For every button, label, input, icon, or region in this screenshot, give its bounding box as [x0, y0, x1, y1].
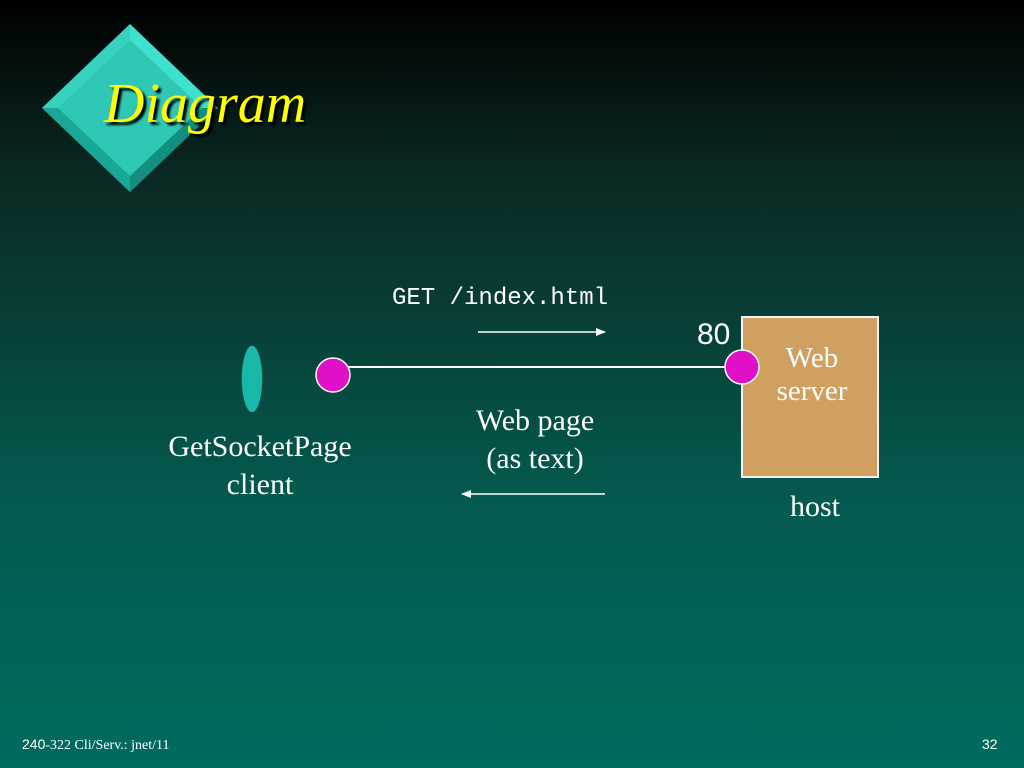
client-label-line2: client [226, 467, 294, 501]
response-label-line2: (as text) [486, 441, 584, 475]
host-label: host [790, 490, 841, 523]
page-number: 32 [982, 736, 998, 752]
server-label: Web server [756, 342, 868, 409]
port-label: 80 [697, 318, 731, 351]
response-label: Web page (as text) [450, 402, 620, 477]
footer-course-text: -322 Cli/Serv.: jnet/11 [45, 738, 170, 753]
server-socket [724, 349, 760, 385]
client-socket [315, 357, 351, 393]
footer-course-number: 240 [22, 736, 46, 752]
client-label: GetSocketPage client [140, 428, 380, 503]
web-server-box [741, 316, 879, 478]
client-ellipse [240, 344, 264, 414]
diamond-bullet-icon [40, 22, 220, 202]
server-label-line1: Web [785, 342, 839, 374]
server-label-line2: server [776, 375, 848, 408]
client-label-line1: GetSocketPage [168, 430, 352, 463]
footer-course: 240-322 Cli/Serv.: jnet/11 [22, 736, 170, 754]
page-title: Diagram [104, 73, 307, 135]
response-label-line1: Web page [475, 404, 595, 437]
request-label: GET /index.html [392, 285, 609, 312]
